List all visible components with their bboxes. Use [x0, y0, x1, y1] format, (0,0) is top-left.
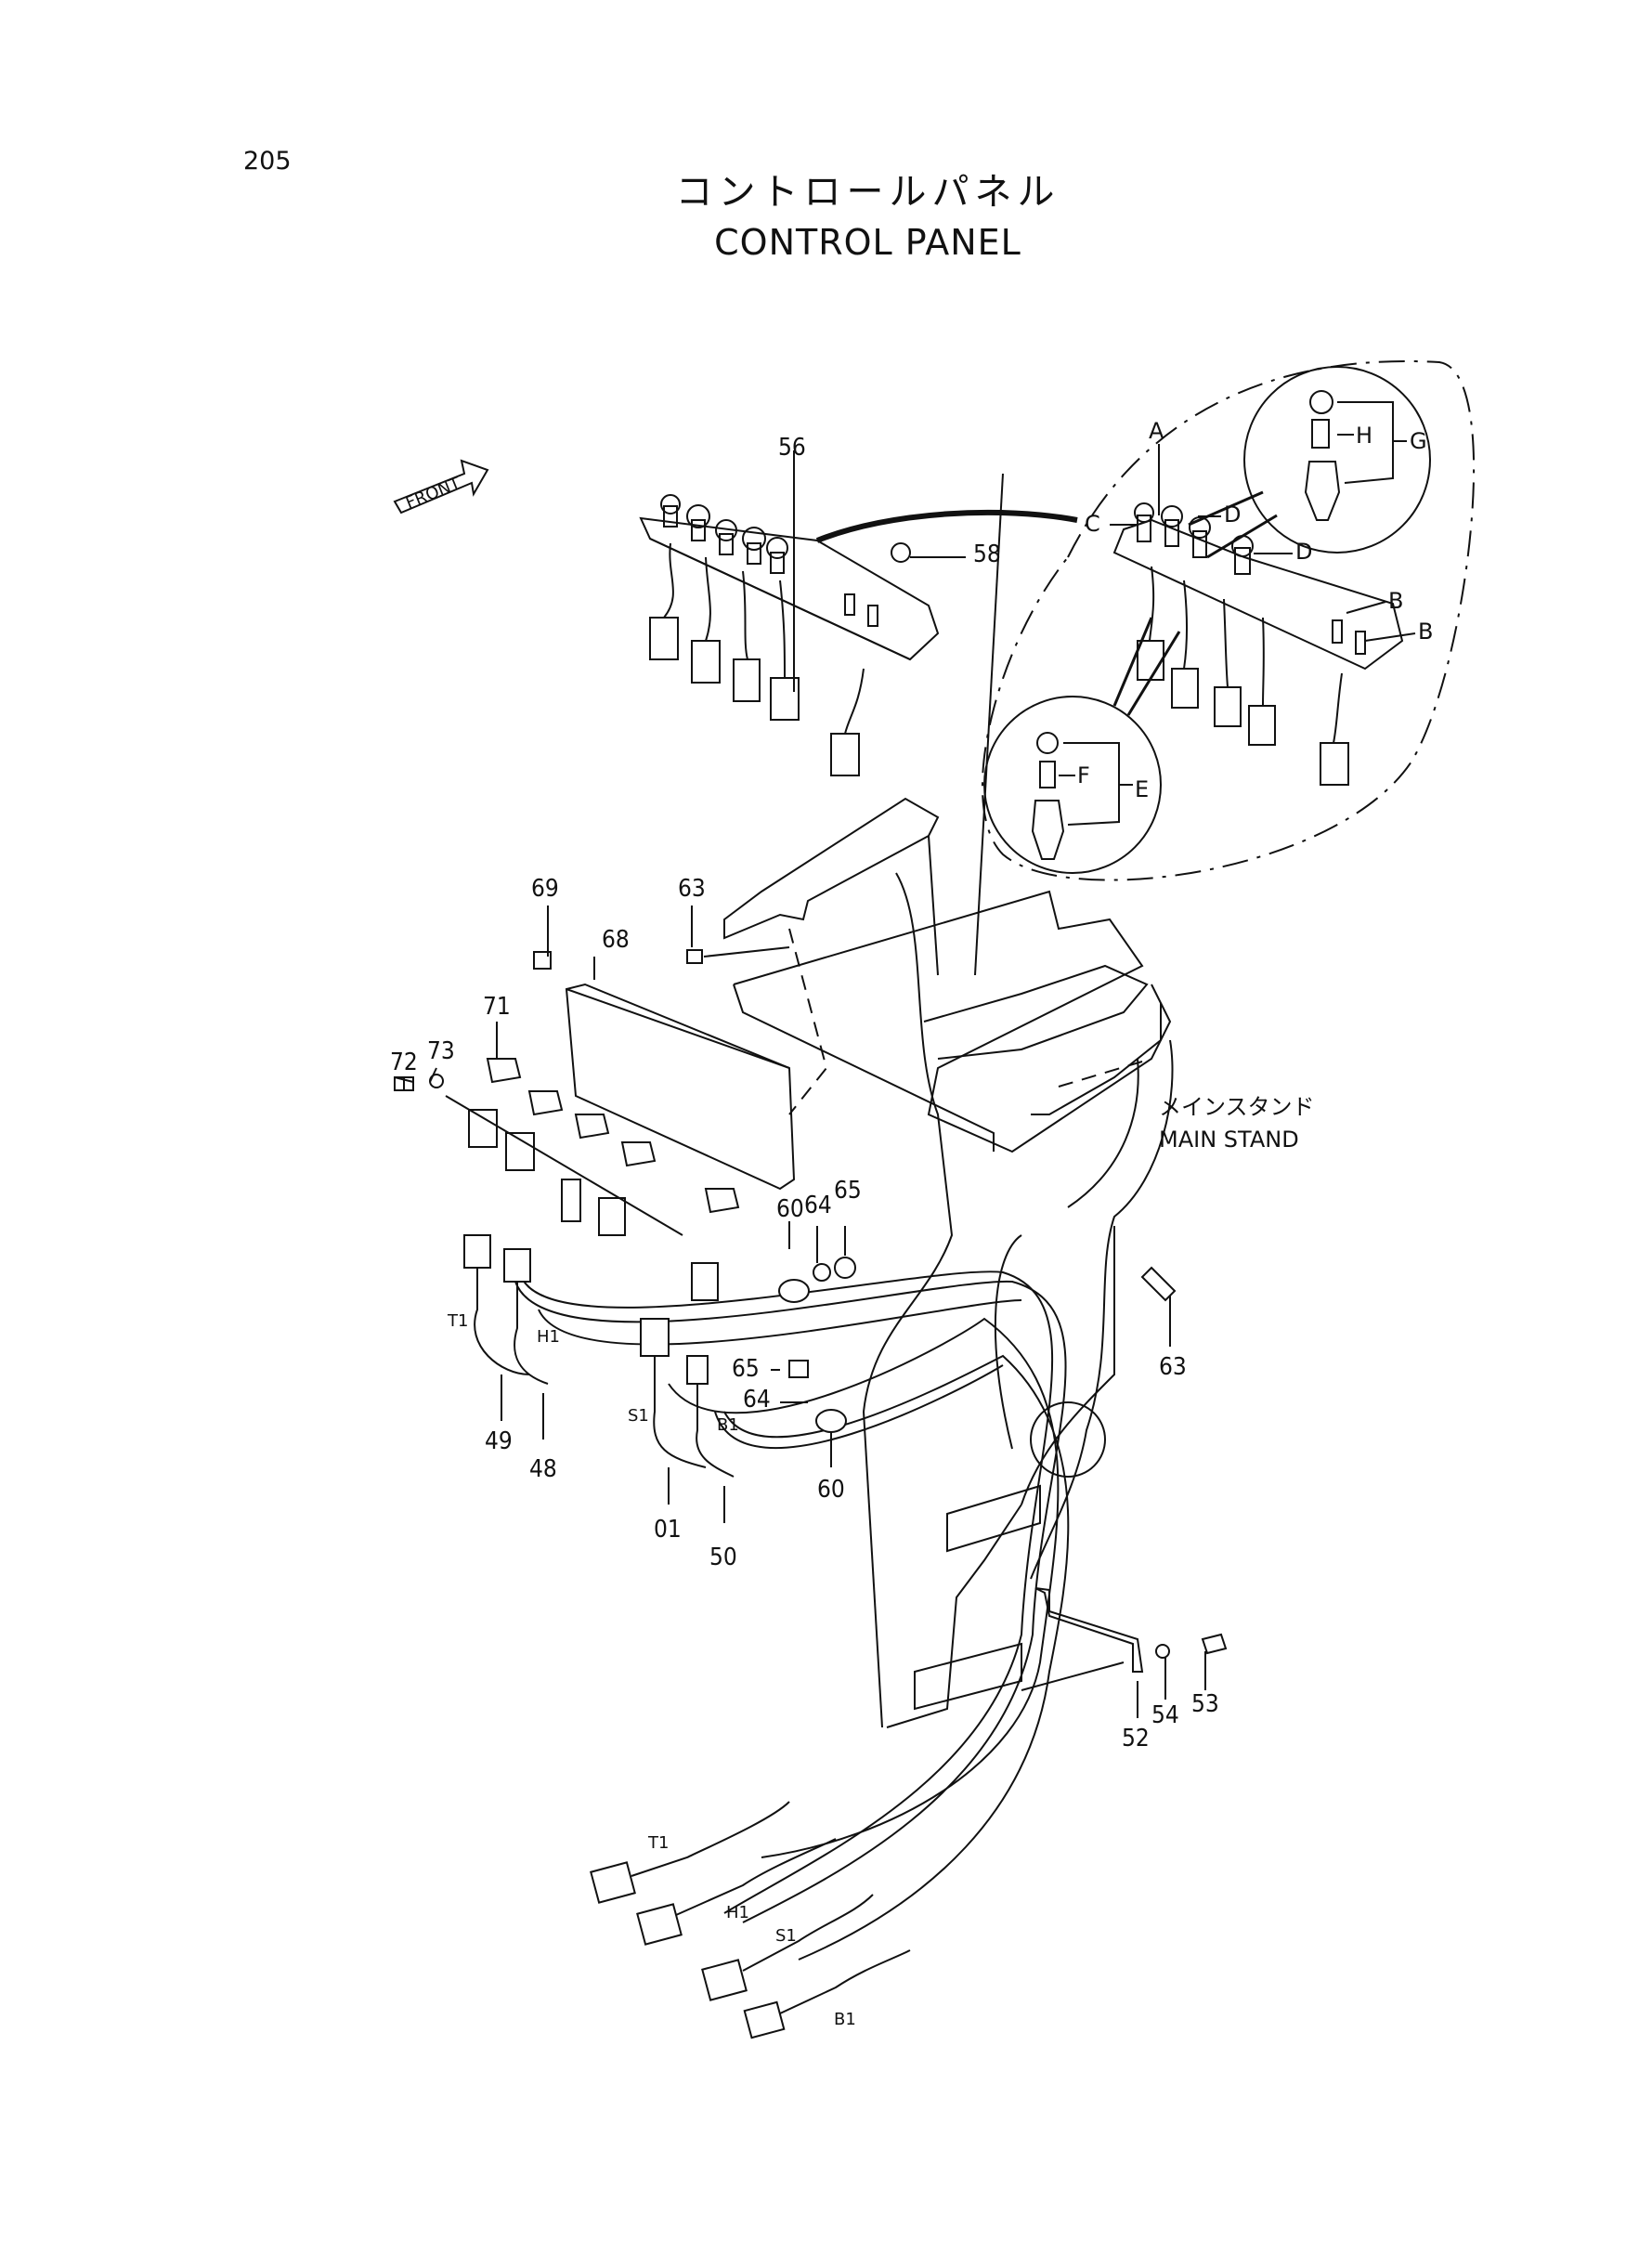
label-68: 68 [602, 926, 630, 954]
label-73: 73 [427, 1037, 455, 1065]
label-65-mid: 65 [732, 1355, 760, 1383]
label-71: 71 [483, 993, 511, 1021]
screw-53 [1201, 1633, 1228, 1655]
label-53: 53 [1191, 1690, 1219, 1718]
label-01: 01 [654, 1516, 682, 1544]
detail-letters: A B B C D D E F G H [1077, 418, 1433, 802]
bracket-68 [445, 983, 796, 1301]
detail-letter-leaders [1110, 444, 1416, 642]
lower-wire-tails [631, 1801, 911, 2014]
letter-E: E [1135, 776, 1149, 802]
nut-65-mid [788, 1360, 809, 1378]
screw-58 [891, 542, 966, 563]
front-label: FRONT [403, 474, 464, 514]
wire-tag-S1-lower: S1 [775, 1926, 797, 1946]
label-48: 48 [529, 1455, 557, 1483]
wire-tag-S1-upper: S1 [628, 1406, 649, 1426]
label-72: 72 [390, 1049, 418, 1076]
label-65-top: 65 [834, 1177, 862, 1205]
letter-A: A [1149, 418, 1164, 444]
page-number: 205 [243, 147, 292, 176]
letter-B-2: B [1418, 619, 1433, 645]
wire-tag-B1-upper: B1 [717, 1415, 739, 1435]
label-64-mid: 64 [743, 1386, 771, 1414]
label-52: 52 [1122, 1725, 1150, 1752]
wire-tag-T1-lower: T1 [647, 1833, 669, 1853]
label-56: 56 [778, 434, 806, 462]
screw-63-right [1140, 1266, 1177, 1302]
clamps-60 [778, 1279, 847, 1433]
lower-connectors [590, 1861, 786, 2039]
wire-harness [514, 1270, 1070, 1961]
label-63-top: 63 [678, 875, 706, 903]
title-english: CONTROL PANEL [714, 222, 1021, 263]
upper-wire-tails [474, 1268, 735, 1478]
wire-tag-B1-lower: B1 [834, 2010, 856, 2029]
label-50: 50 [709, 1544, 737, 1571]
screws-fasteners [394, 949, 1228, 1659]
letter-H: H [1356, 423, 1372, 449]
detail-panel [1112, 502, 1404, 786]
leader-lines [394, 450, 1206, 1718]
bulb-detail-gh [1188, 366, 1431, 559]
wire-tag-T1-upper: T1 [447, 1311, 468, 1331]
letter-D-1: D [1224, 502, 1241, 528]
bulb-detail-ef [983, 617, 1181, 874]
label-63-right: 63 [1159, 1353, 1187, 1381]
bracket-52 [1034, 1587, 1144, 1673]
letter-C: C [1085, 511, 1100, 537]
page-title: コントロールパネル CONTROL PANEL [0, 167, 1652, 267]
label-54: 54 [1151, 1701, 1179, 1729]
main-stand-label-en: MAIN STAND [1159, 1127, 1299, 1153]
washer-64-top [813, 1263, 831, 1282]
label-64-top: 64 [804, 1192, 832, 1219]
label-49: 49 [485, 1427, 513, 1455]
control-panel-56 [639, 494, 1078, 776]
letter-D-2: D [1295, 539, 1312, 565]
wire-tags: T1 H1 S1 B1 T1 H1 S1 B1 [447, 1311, 856, 2029]
label-60-top: 60 [776, 1195, 804, 1223]
screw-69 [533, 951, 552, 970]
letter-F: F [1077, 762, 1090, 788]
nut-65-top [834, 1257, 856, 1279]
upper-connectors [463, 1234, 709, 1385]
title-japanese: コントロールパネル [675, 171, 1060, 214]
label-69: 69 [531, 875, 559, 903]
main-stand-label: メインスタンド MAIN STAND [1159, 1094, 1315, 1153]
main-stand-label-jp: メインスタンド [1159, 1094, 1315, 1120]
main-stand [723, 797, 1174, 1728]
letter-G: G [1410, 428, 1427, 454]
front-arrow-icon: FRONT [393, 459, 489, 515]
washer-54 [1155, 1644, 1170, 1659]
letter-B-1: B [1388, 588, 1403, 614]
part-number-labels: 56 58 69 68 63 71 73 72 60 64 65 63 65 6… [390, 434, 1219, 1752]
label-58: 58 [973, 541, 1001, 568]
wire-tag-H1-upper: H1 [537, 1327, 560, 1347]
wire-tag-H1-lower: H1 [726, 1903, 749, 1922]
screw-63-top [686, 949, 703, 964]
label-60-mid: 60 [817, 1476, 845, 1504]
